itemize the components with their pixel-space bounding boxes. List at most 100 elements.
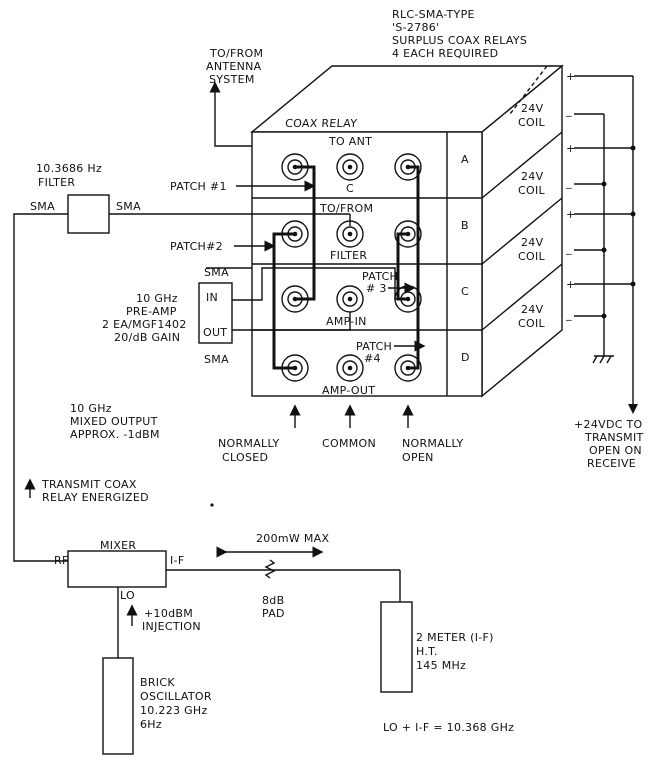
coil-bus-wiring xyxy=(509,65,638,414)
contact-no-line1: NORMALLY xyxy=(402,437,463,450)
resistor-icon xyxy=(264,559,276,579)
port-label-to-ant: TO ANT xyxy=(328,135,372,148)
row-label-a: A xyxy=(461,153,469,166)
two-meter-radio: 2 METER (I-F) H.T. 145 MHz xyxy=(380,601,494,693)
preamp-out: OUT xyxy=(203,326,227,339)
contact-labels: NORMALLY CLOSED COMMON NORMALLY OPEN xyxy=(218,404,463,464)
preamp-in: IN xyxy=(206,291,218,304)
contact-nc-line2: CLOSED xyxy=(222,451,268,464)
coil-c-label: COIL xyxy=(518,250,545,263)
pad-line1: 8dB xyxy=(262,594,284,607)
preamp-sma-bottom: SMA xyxy=(204,353,229,366)
coil-b-label: COIL xyxy=(518,184,545,197)
coil-b-minus: _ xyxy=(565,176,572,189)
connector-d-com xyxy=(336,354,364,382)
coil-d-label: COIL xyxy=(518,317,545,330)
frequency-formula: LO + I-F = 10.368 GHz xyxy=(383,721,514,734)
coil-b-plus: + xyxy=(566,142,576,155)
power-line3: OPEN ON xyxy=(589,444,642,457)
injection-label: +10dBM INJECTION xyxy=(126,604,201,633)
relay-spec-line2: 'S-2786' xyxy=(392,21,439,34)
patch-1-cable xyxy=(295,165,316,301)
antenna-line3: SYSTEM xyxy=(209,73,255,86)
injection-line2: INJECTION xyxy=(142,620,201,633)
legend-line2: RELAY ENERGIZED xyxy=(42,491,149,504)
osc-line1: BRICK xyxy=(140,676,175,689)
power-line4: RECEIVE xyxy=(587,457,636,470)
osc-line4: 6Hz xyxy=(140,718,162,731)
connector-b-no xyxy=(394,220,422,248)
preamp-line2: PRE-AMP xyxy=(126,305,177,318)
osc-line2: OSCILLATOR xyxy=(140,690,212,703)
coil-c-minus: _ xyxy=(565,242,572,255)
patch3-label-b: # 3 xyxy=(366,282,387,295)
pad-line2: PAD xyxy=(262,607,285,620)
mixer-lo: LO xyxy=(120,589,135,602)
coil-c-plus: + xyxy=(566,208,576,221)
coil-c: + 24V COIL _ xyxy=(518,208,576,263)
coil-d-plus: + xyxy=(566,278,576,291)
relay-spec-label: RLC-SMA-TYPE 'S-2786' SURPLUS COAX RELAY… xyxy=(392,8,527,60)
port-label-to-from: TO/FROM xyxy=(319,202,373,215)
output-line2: MIXED OUTPUT xyxy=(70,415,158,428)
mixer: MIXER RF I-F LO xyxy=(54,539,401,658)
output-note: 10 GHz MIXED OUTPUT APPROX. -1dBM xyxy=(70,402,160,441)
patch4-label-a: PATCH xyxy=(356,340,392,353)
patch-3-4-cable xyxy=(408,165,420,370)
injection-line1: +10dBM xyxy=(144,607,193,620)
preamp: SMA IN OUT SMA 10 GHz PRE-AMP 2 EA/MGF14… xyxy=(102,266,408,366)
coax-relay-box: COAX RELAY xyxy=(250,64,564,398)
antenna-line1: TO/FROM xyxy=(209,47,263,60)
mixer-title: MIXER xyxy=(100,539,136,552)
power-line2: TRANSMIT xyxy=(584,431,644,444)
row-label-d: D xyxy=(461,351,470,364)
patch-cables xyxy=(272,165,420,370)
output-line1: 10 GHz xyxy=(70,402,112,415)
output-line3: APPROX. -1dBM xyxy=(70,428,160,441)
legend-line1: TRANSMIT COAX xyxy=(41,478,137,491)
connector-a-com xyxy=(336,153,364,181)
preamp-sma-top: SMA xyxy=(204,266,229,279)
patch3-label-a: PATCH xyxy=(362,270,398,283)
antenna-label: TO/FROM ANTENNA SYSTEM xyxy=(206,47,263,86)
coil-d-voltage: 24V xyxy=(521,303,544,316)
coil-a-minus: _ xyxy=(565,104,572,117)
coil-a: + 24V COIL _ xyxy=(518,70,576,129)
mixer-if: I-F xyxy=(170,554,184,567)
filter-freq: 10.3686 Hz xyxy=(36,162,102,175)
preamp-line1: 10 GHz xyxy=(136,292,178,305)
radio-line2: H.T. xyxy=(416,645,438,658)
relay-spec-line3: SURPLUS COAX RELAYS xyxy=(392,34,527,47)
patch2-label: PATCH#2 xyxy=(170,240,223,253)
row-label-b: B xyxy=(461,219,469,232)
osc-line3: 10.223 GHz xyxy=(140,704,208,717)
coil-a-plus: + xyxy=(566,70,576,83)
relay-box-title: COAX RELAY xyxy=(285,117,358,130)
power-line1: +24VDC TO xyxy=(574,418,643,431)
power-label: +24VDC TO TRANSMIT OPEN ON RECEIVE xyxy=(574,418,644,470)
antenna-line2: ANTENNA xyxy=(206,60,262,73)
contact-common: COMMON xyxy=(322,437,376,450)
ground-icon xyxy=(592,352,614,364)
contact-nc-line1: NORMALLY xyxy=(218,437,279,450)
brick-oscillator: BRICK OSCILLATOR 10.223 GHz 6Hz xyxy=(102,657,212,755)
mixer-rf: RF xyxy=(54,554,69,567)
port-label-filter: FILTER xyxy=(330,249,367,262)
row-label-c: C xyxy=(461,285,469,298)
preamp-line3: 2 EA/MGF1402 xyxy=(102,318,187,331)
patch-2-cable xyxy=(272,232,295,370)
relay-spec-line4: 4 EACH REQUIRED xyxy=(392,47,498,60)
patch1-label: PATCH #1 xyxy=(170,180,227,193)
coil-a-label: COIL xyxy=(518,116,545,129)
coil-b-voltage: 24V xyxy=(521,170,544,183)
preamp-line4: 20/dB GAIN xyxy=(114,331,180,344)
filter-sma-left: SMA xyxy=(30,200,55,213)
relay-spec-line1: RLC-SMA-TYPE xyxy=(392,8,475,21)
filter-sma-right: SMA xyxy=(116,200,141,213)
patch4-label-b: #4 xyxy=(364,352,381,365)
radio-line1: 2 METER (I-F) xyxy=(416,631,494,644)
contact-no-line2: OPEN xyxy=(402,451,434,464)
bandpass-filter: 10.3686 Hz FILTER SMA SMA xyxy=(13,162,351,562)
coil-a-voltage: 24V xyxy=(521,102,544,115)
